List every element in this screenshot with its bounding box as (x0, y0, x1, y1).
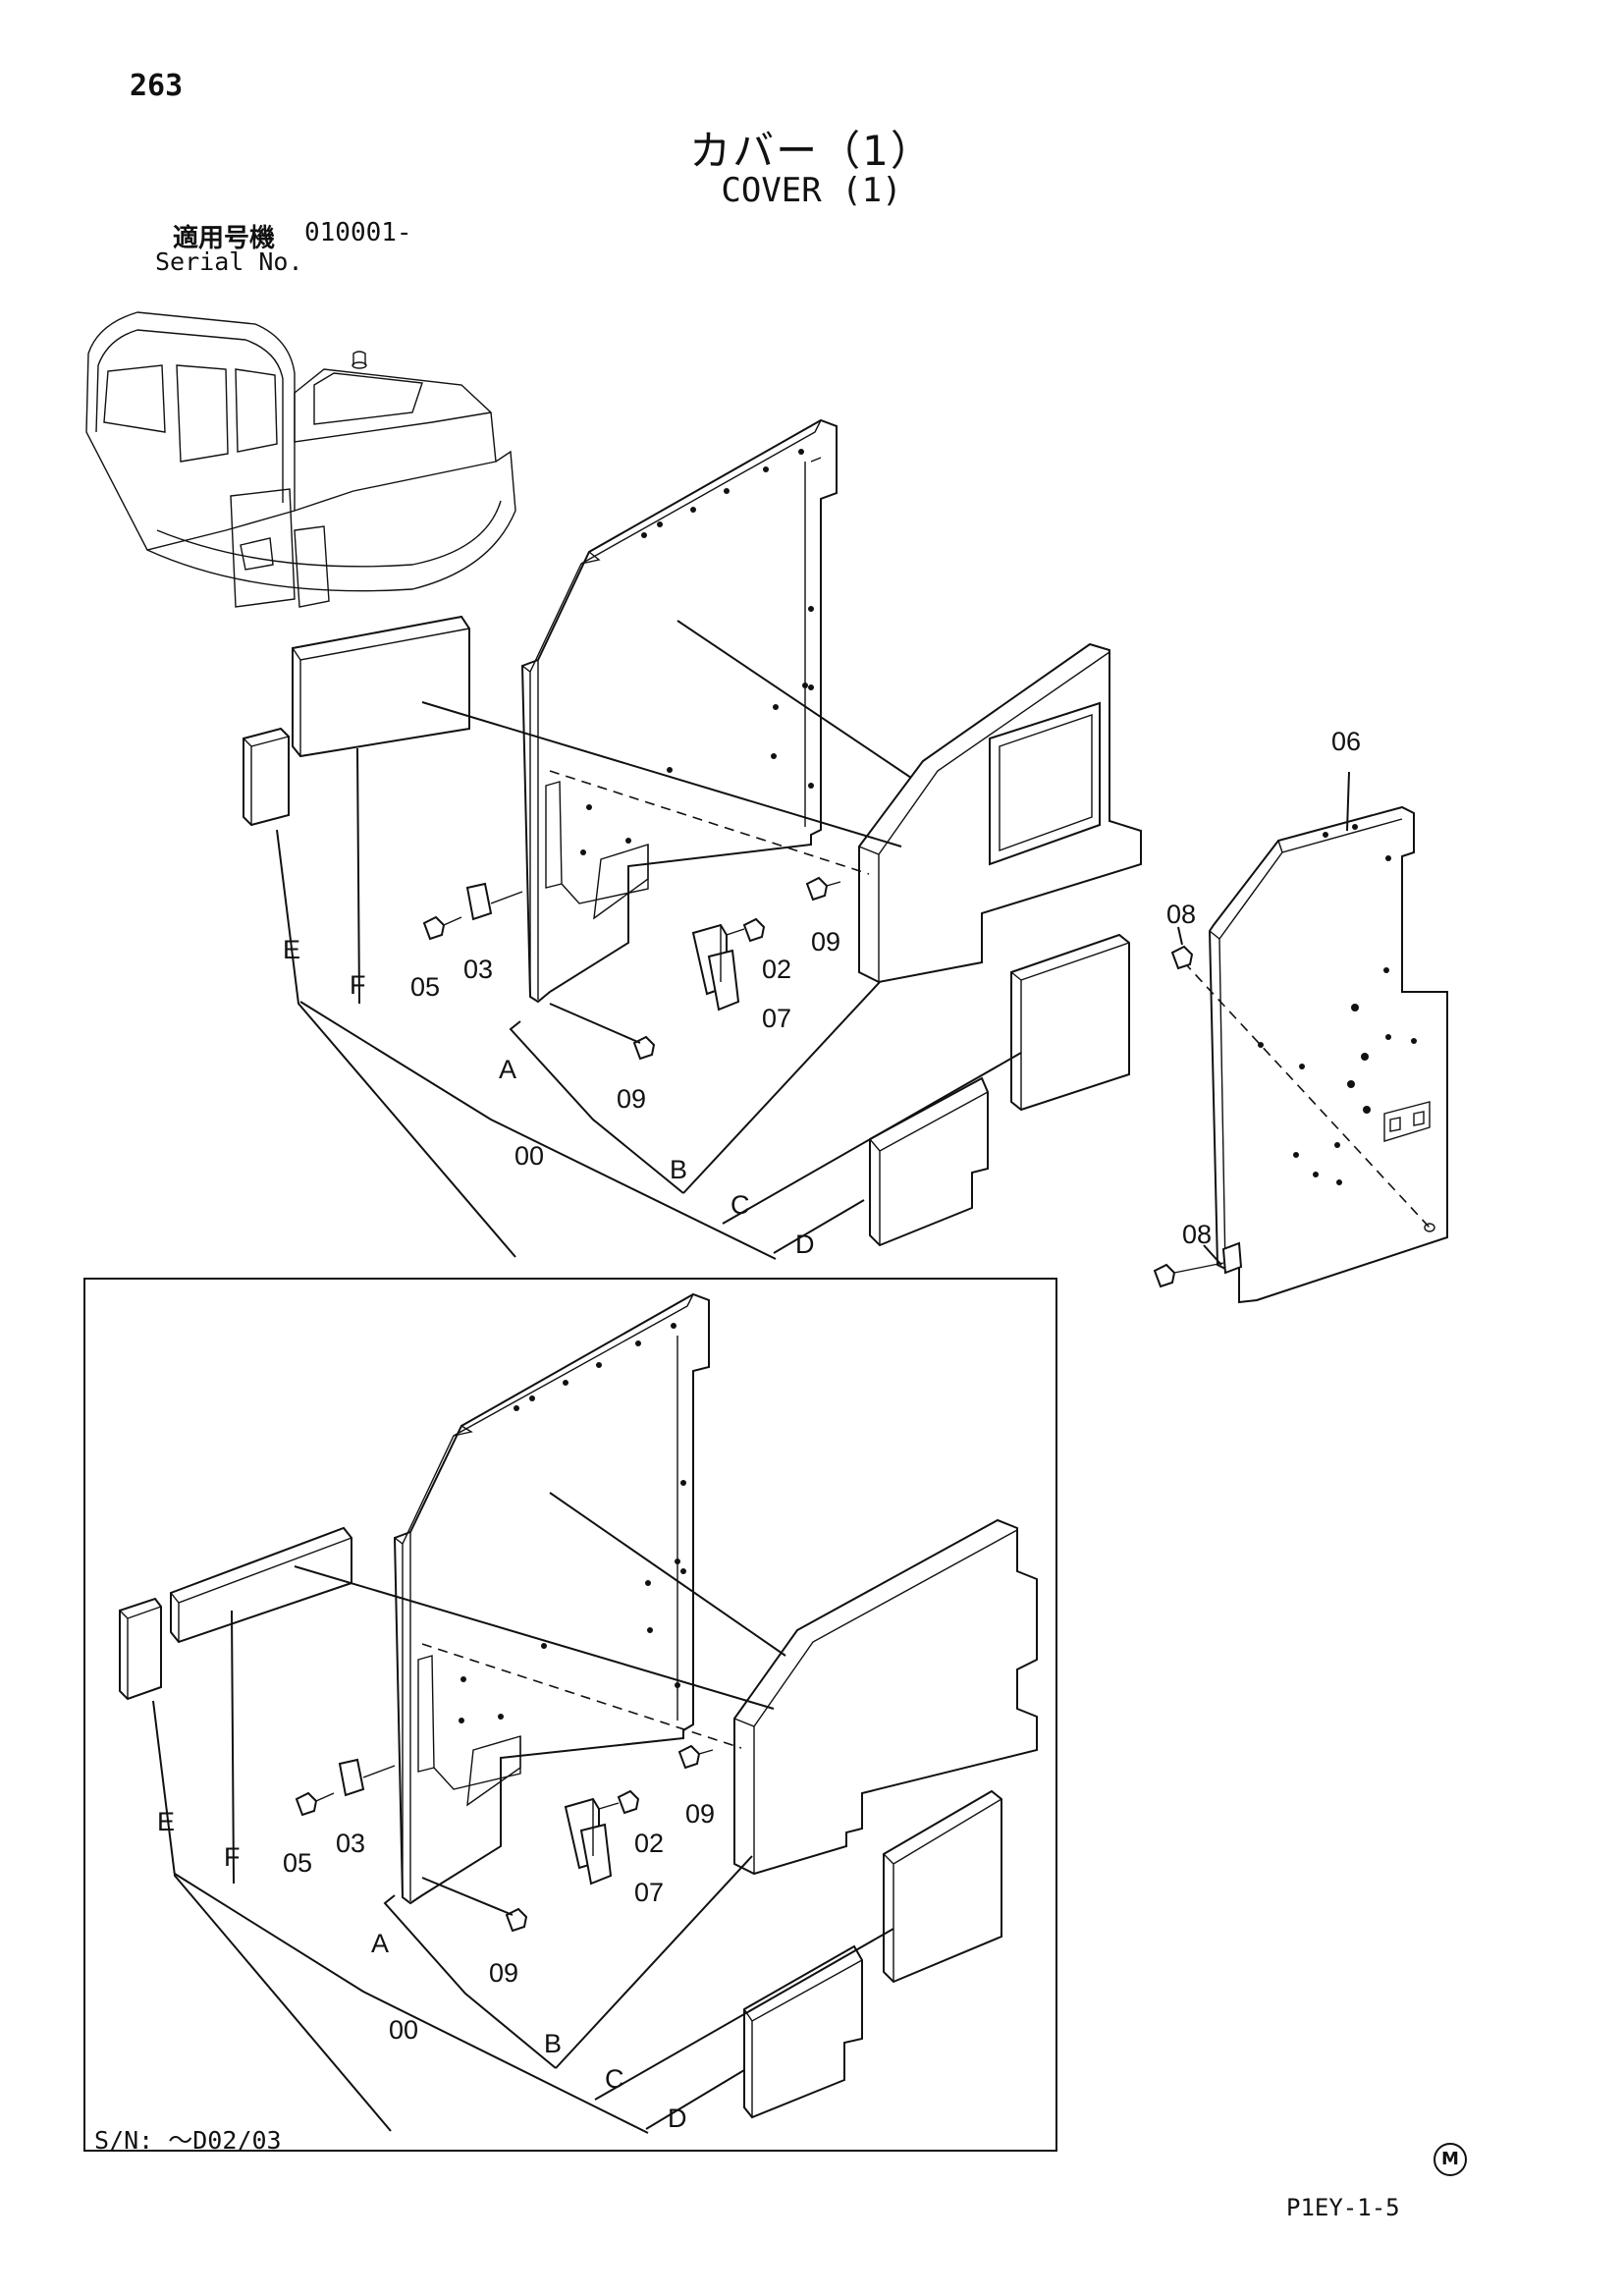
label-09-lower-2: 09 (489, 1958, 518, 1988)
serial-value: 010001- (304, 218, 412, 247)
nut-08-top (1170, 945, 1194, 970)
pad-C (1010, 933, 1130, 1112)
label-03-2: 03 (336, 1829, 365, 1858)
pad-D (869, 1076, 989, 1247)
page-title: COVER (1) (721, 171, 902, 210)
bolt-02 (742, 917, 766, 943)
bolt-05-2 (295, 1791, 318, 1817)
top-diagram: E F A 00 B C D 05 03 02 07 09 09 (243, 418, 1142, 1260)
serial-label-japanese: 適用号機 (173, 224, 276, 253)
bottom-diagram: E F A 00 B C D 05 03 02 07 09 09 (119, 1292, 1038, 2134)
label-07-2: 07 (634, 1878, 664, 1907)
label-E-2: E (157, 1807, 175, 1836)
frame-A (520, 418, 838, 1004)
pad-D-2 (743, 1944, 863, 2119)
label-D-2: D (668, 2104, 687, 2133)
label-A-2: A (371, 1929, 389, 1958)
label-A: A (499, 1055, 516, 1084)
bolt-02-2 (617, 1789, 640, 1815)
pad-F-2 (170, 1526, 352, 1644)
label-09-right: 09 (811, 927, 840, 957)
label-E: E (283, 935, 300, 964)
label-03: 03 (463, 955, 493, 984)
label-C: C (730, 1190, 750, 1220)
label-00-2: 00 (389, 2015, 418, 2045)
bolt-08-bottom (1153, 1263, 1176, 1288)
label-06: 06 (1331, 727, 1361, 756)
pad-F (292, 615, 470, 758)
label-B: B (670, 1155, 687, 1184)
label-00: 00 (514, 1141, 544, 1171)
excavator-thumbnail (85, 311, 516, 608)
label-05-2: 05 (283, 1848, 312, 1878)
label-02: 02 (762, 955, 791, 984)
page-number: 263 (130, 69, 184, 103)
frame-A-2 (393, 1292, 710, 1905)
label-09-right-2: 09 (685, 1799, 715, 1829)
label-09-lower: 09 (617, 1084, 646, 1114)
label-08-top: 08 (1166, 900, 1196, 929)
label-C-2: C (605, 2064, 624, 2094)
label-05: 05 (410, 972, 440, 1002)
page-title-japanese: カバー（1） (689, 127, 934, 175)
label-02-2: 02 (634, 1829, 664, 1858)
variant-frame (83, 1278, 1057, 2152)
pad-E (243, 727, 290, 827)
bolt-09-right-2 (677, 1744, 701, 1770)
label-B-2: B (544, 2029, 562, 2058)
clip-03 (465, 882, 493, 921)
label-F-2: F (224, 1842, 241, 1872)
label-D: D (795, 1230, 815, 1259)
clip-03-2 (338, 1758, 365, 1797)
bolt-09-lower-2 (505, 1907, 528, 1933)
label-F: F (350, 970, 366, 1000)
pad-E-2 (119, 1597, 162, 1701)
label-08-bottom: 08 (1182, 1220, 1212, 1249)
m-circle-mark: M (1434, 2143, 1467, 2176)
cover-B-2 (733, 1518, 1038, 1876)
serial-range-note: S/N: ～D02/03 (94, 2126, 282, 2155)
bolt-09-lower (632, 1035, 656, 1061)
bolt-09-right (805, 876, 829, 902)
label-07: 07 (762, 1004, 791, 1033)
serial-label: Serial No. (155, 247, 303, 276)
bolt-05 (422, 915, 446, 941)
pad-C-2 (883, 1789, 1002, 1984)
drawing-code: P1EY-1-5 (1286, 2194, 1400, 2221)
panel-06: 06 08 08 (1153, 727, 1448, 1304)
